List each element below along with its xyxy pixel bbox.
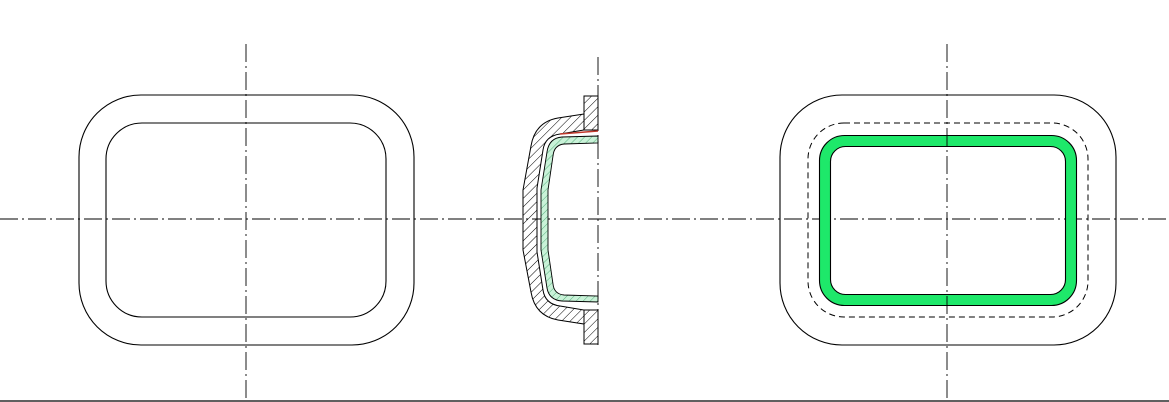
section-top-flange	[583, 95, 599, 131]
top-band-inner-edge	[829, 145, 1067, 296]
top-outer-outline	[779, 94, 1117, 346]
front-outer-outline	[78, 94, 415, 346]
section-bottom-flange	[583, 309, 599, 345]
top-hidden-outline	[807, 122, 1089, 318]
top-highlight-band	[819, 135, 1077, 306]
top-view	[779, 44, 1117, 401]
section-accent-line	[559, 130, 599, 135]
front-view	[78, 44, 415, 401]
section-view	[522, 57, 599, 345]
section-liner-layer	[540, 135, 599, 303]
section-outer-shell	[522, 113, 585, 325]
top-band-outer-edge	[818, 134, 1078, 307]
